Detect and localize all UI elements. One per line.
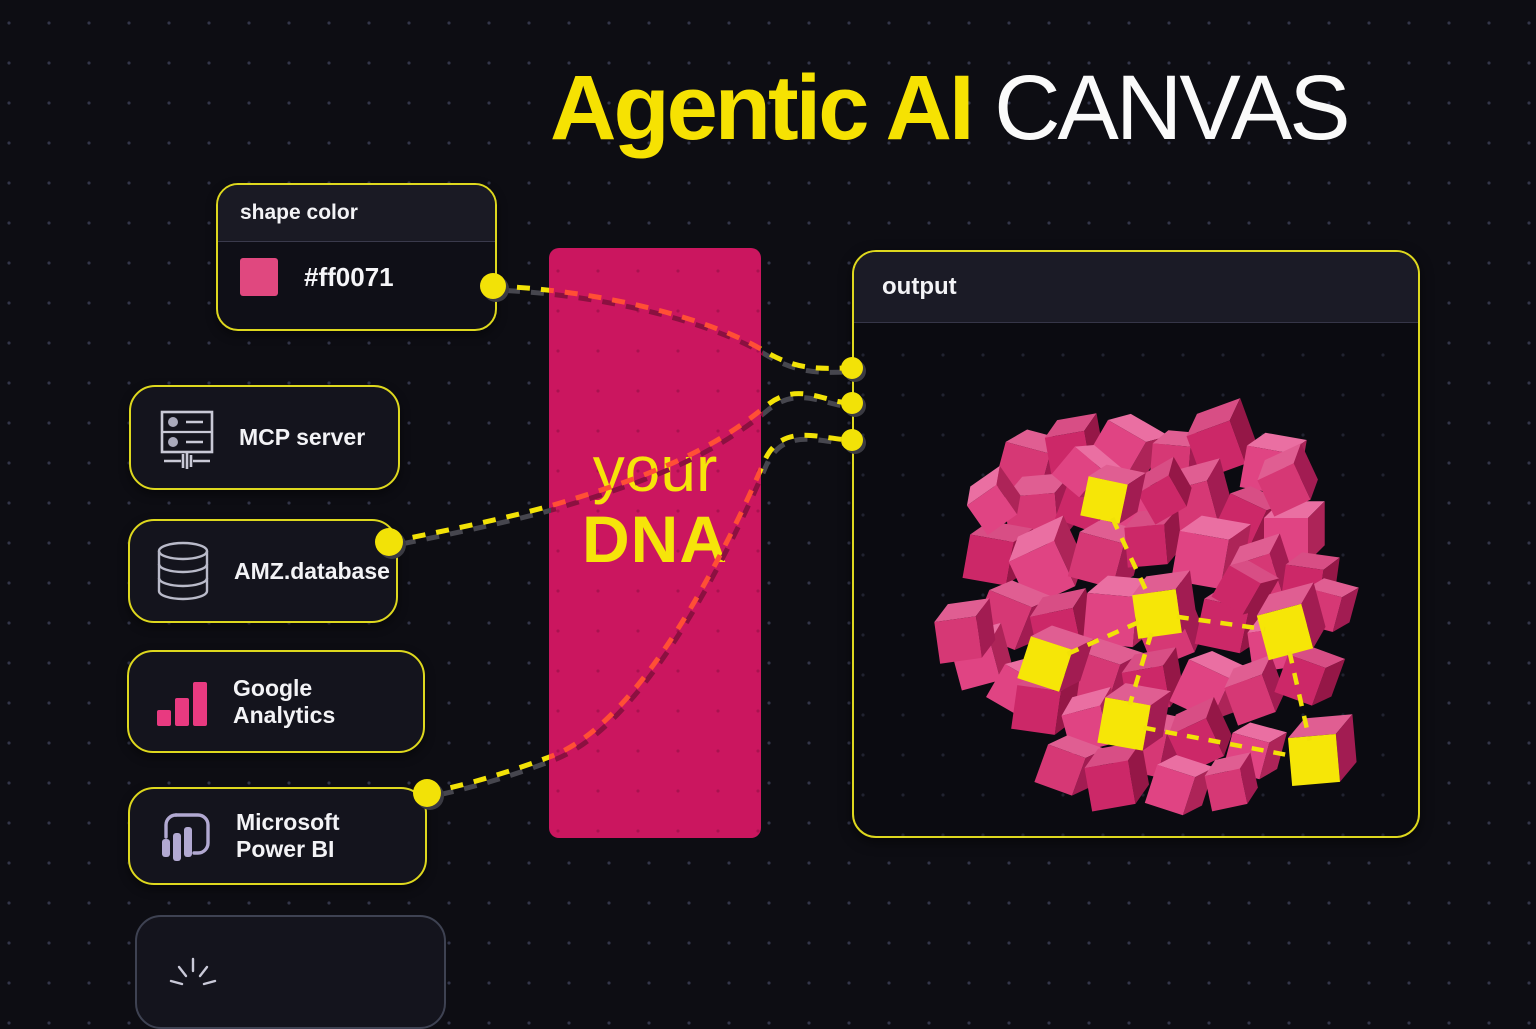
pink-cube — [1137, 456, 1192, 525]
shape-color-header: shape color — [218, 185, 495, 242]
cluster-link — [1143, 725, 1295, 759]
shape-color-body: #ff0071 — [218, 242, 495, 296]
pink-cube — [1211, 560, 1280, 615]
node-google-analytics[interactable]: Google Analytics — [127, 650, 425, 753]
pink-cube — [966, 465, 1021, 536]
node-label: Microsoft Power BI — [236, 809, 340, 862]
shape-color-title: shape color — [240, 201, 358, 224]
bar-chart-icon — [153, 674, 211, 730]
node-label: MCP server — [239, 424, 366, 450]
server-icon — [155, 407, 217, 469]
node-microsoft-power-bi[interactable]: Microsoft Power BI — [128, 787, 427, 885]
output-title: output — [882, 273, 957, 300]
node-label: AMZ.database — [234, 557, 390, 584]
powerbi-icon — [154, 807, 214, 865]
shape-color-node[interactable]: shape color #ff0071 — [216, 183, 497, 331]
title-rest: CANVAS — [971, 57, 1351, 159]
database-icon — [154, 541, 212, 601]
pink-cube — [1168, 696, 1232, 774]
yellow-cube-node — [1080, 464, 1146, 524]
output-header: output — [854, 252, 1418, 323]
cluster-link — [1176, 614, 1266, 632]
pink-cube — [934, 598, 996, 664]
output-node[interactable]: output — [852, 250, 1420, 838]
dna-block[interactable]: your DNA — [549, 248, 761, 838]
dna-line2: DNA — [582, 502, 728, 576]
node-label: Google Analytics — [233, 674, 336, 728]
pink-cube — [1084, 741, 1150, 812]
yellow-cube-node — [1132, 570, 1197, 639]
yellow-cube-node — [1097, 683, 1171, 751]
color-hex-value: #ff0071 — [304, 261, 394, 292]
title-accent: Agentic AI — [550, 57, 975, 159]
cluster-link — [1287, 651, 1312, 741]
sparkle-icon — [161, 953, 225, 992]
pink-cube — [1204, 752, 1258, 812]
cluster-link — [1062, 620, 1140, 658]
cluster-link — [1110, 517, 1151, 597]
page-title: Agentic AI CANVAS — [550, 62, 1351, 154]
node-amz-database[interactable]: AMZ.database — [128, 519, 398, 623]
yellow-cube-node — [1287, 714, 1357, 787]
pink-cube — [1257, 443, 1318, 517]
dna-line1: your — [592, 433, 718, 505]
color-swatch[interactable] — [240, 258, 278, 296]
yellow-cube-node — [1017, 625, 1094, 692]
node-mcp-server[interactable]: MCP server — [129, 385, 400, 490]
cube-cluster-visualization — [934, 398, 1359, 816]
node-extra-partial[interactable] — [135, 915, 446, 1029]
pink-cube — [1224, 654, 1285, 726]
yellow-cube-node — [1256, 582, 1326, 661]
